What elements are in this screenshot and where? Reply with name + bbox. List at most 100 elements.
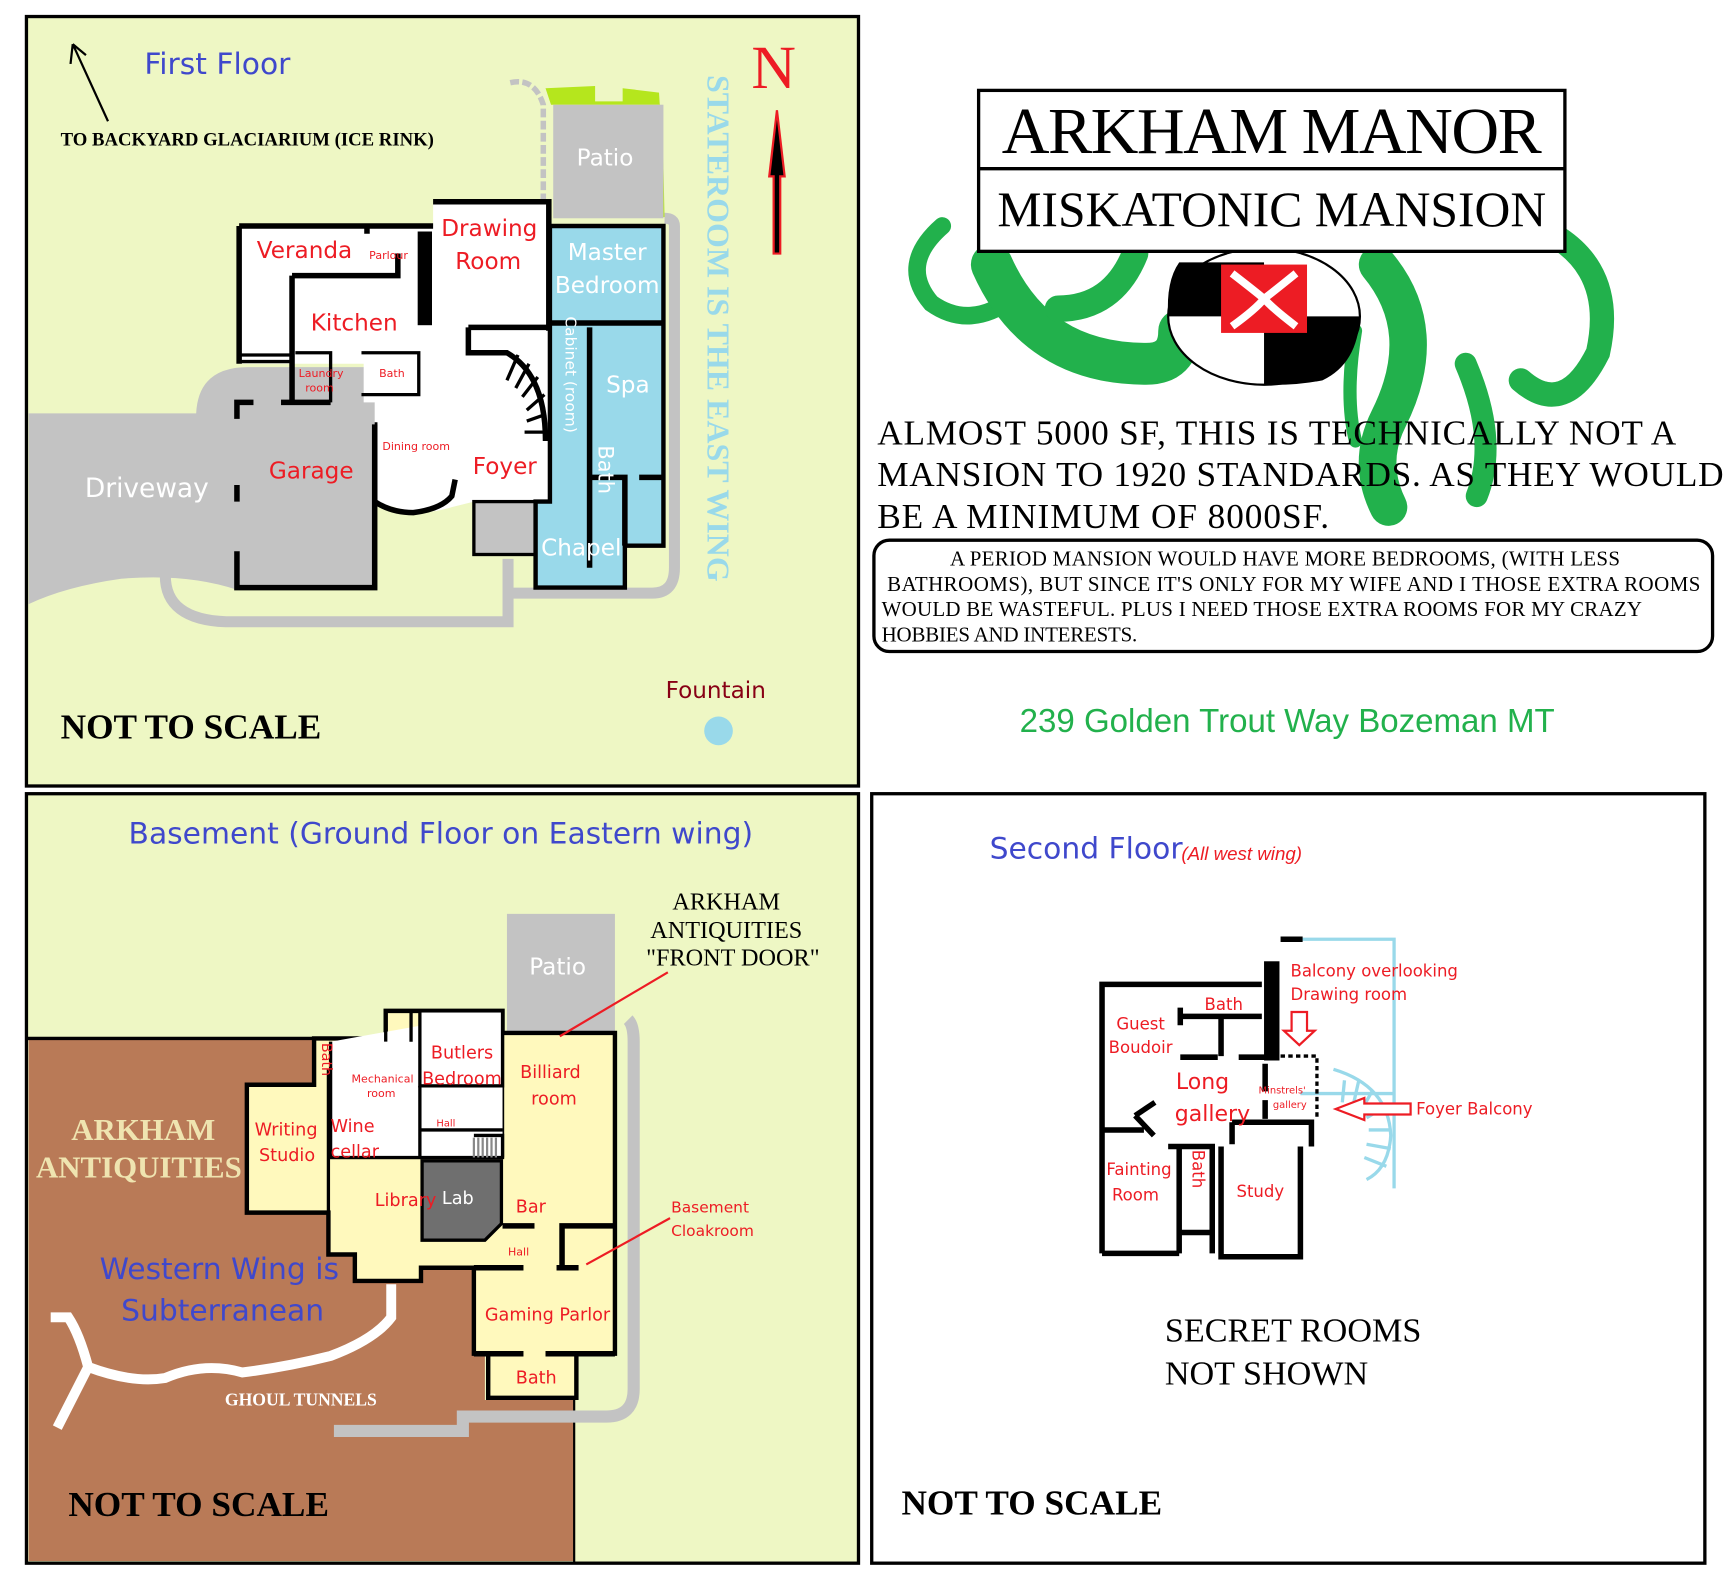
second-floor-title: Second Floor [990,832,1184,867]
note-line: BATHROOMS), BUT SINCE IT'S ONLY FOR MY W… [887,572,1700,596]
front-door-note: ARKHAM ANTIQUITIES "FRONT DOOR" [646,888,820,971]
western-note: Western Wing is Subterranean [100,1252,339,1329]
label-chapel: Chapel [541,536,621,562]
second-floor-walls [1099,936,1315,1260]
label-master-2: Bedroom [555,273,660,299]
label-bar: Bar [516,1198,547,1218]
left-arrow-icon [1332,1096,1412,1122]
label-hall-low: Hall [508,1246,529,1259]
label-gaming: Gaming Parlor [485,1306,611,1326]
note-line: HOBBIES AND INTERESTS. [882,623,1138,647]
label-dining: Dining room [382,440,450,453]
label-cabinet: Cabinet (room) [561,316,579,432]
chimney [1264,961,1280,1061]
label-minstrels-1: Minstrels' [1259,1086,1306,1097]
cloak-line: Basement [671,1199,749,1217]
fireplace [417,231,432,326]
down-arrow-icon [1281,1010,1318,1047]
secret-line: SECRET ROOMS [1165,1313,1422,1350]
label-fainting-1: Fainting [1106,1160,1171,1179]
label-butlers-2: Bedroom [422,1070,502,1090]
label-billiard-1: Billiard [520,1063,581,1083]
walk-path [159,558,514,628]
backyard-arrow-icon [69,43,110,122]
secret-rooms-note: SECRET ROOMS NOT SHOWN [1165,1313,1422,1393]
butlers-bedroom [418,1009,505,1088]
stairs [472,1137,498,1158]
label-wine-1: Wine [331,1117,375,1137]
label-veranda: Veranda [257,238,352,264]
front-door-line: "FRONT DOOR" [646,945,820,972]
second-floor-not-to-scale: NOT TO SCALE [901,1484,1162,1523]
cloakroom-pointer [585,1217,671,1266]
basement-not-to-scale: NOT TO SCALE [68,1485,329,1524]
label-guest-1: Guest [1116,1015,1165,1034]
label-minstrels-2: gallery [1273,1100,1307,1111]
hedge [545,85,665,218]
address: 239 Golden Trout Way Bozeman MT [1020,703,1555,740]
label-bath-east: Bath [593,445,617,494]
label-driveway: Driveway [85,473,209,504]
label-bath-top: Bath [318,1043,334,1076]
label-library: Library [375,1191,437,1211]
label-lab: Lab [442,1189,474,1209]
front-door-pointer [559,971,669,1038]
western-line: Subterranean [121,1294,324,1329]
title-area: ARKHAM MANOR MISKATONIC MANSION ALMOST 5… [872,88,1724,740]
label-spa: Spa [606,372,650,398]
garden-edge [509,79,547,215]
label-hall-top: Hall [436,1119,455,1130]
label-bath-low: Bath [516,1368,557,1388]
small-room-walls [239,351,421,405]
basement-walls [326,1041,505,1213]
label-foyer: Foyer [473,454,538,480]
label-bath: Bath [379,367,405,380]
label-bath: Bath [1205,995,1243,1014]
first-floor-panel: N First Floor TO BACKYARD GLACIARIUM (IC… [24,14,861,788]
label-patio: Patio [577,145,634,171]
label-bath-2: Bath [1188,1150,1207,1188]
label-balcony-2: Drawing room [1290,985,1407,1004]
patio [553,104,664,219]
second-floor-room-labels: Balcony overlooking Drawing room Bath Gu… [1106,962,1532,1205]
main-title: ARKHAM MANOR [1002,95,1543,168]
basement-room-labels: Patio Bath Mechanical room Butlers Bedro… [255,955,611,1389]
intro-text: ALMOST 5000 SF, THIS IS TECHNICALLY NOT … [877,413,1723,536]
front-door-line: ARKHAM [672,888,780,915]
cloak-line: Cloakroom [671,1222,754,1240]
basement-panel: Basement (Ground Floor on Eastern wing) … [24,792,861,1565]
label-writing-2: Studio [259,1146,315,1166]
first-floor-title: First Floor [144,47,291,82]
label-parlour: Parlour [369,249,408,262]
intro-line: BE A MINIMUM OF 8000SF. [877,497,1329,536]
foyer-porch [472,499,538,557]
note-line: WOULD BE WASTEFUL. PLUS I NEED THOSE EXT… [882,597,1642,621]
label-writing-1: Writing [255,1120,318,1140]
note-line: A PERIOD MANSION WOULD HAVE MORE BEDROOM… [950,547,1620,571]
label-long-2: gallery [1175,1102,1250,1127]
label-drawing-1: Drawing [441,216,537,242]
cross-icon [1221,264,1308,333]
label-billiard-2: room [531,1090,577,1110]
label-garage: Garage [269,458,354,484]
basement-title: Basement (Ground Floor on Eastern wing) [129,816,754,851]
label-butlers-1: Butlers [431,1043,493,1063]
label-fainting-2: Room [1112,1185,1159,1204]
minstrels-railing [1280,1054,1319,1119]
label-foyer-balcony: Foyer Balcony [1416,1100,1533,1119]
fountain-icon [704,716,733,746]
business-line: ANTIQUITIES [36,1150,242,1184]
stair-steps [505,354,547,434]
first-floor-not-to-scale: NOT TO SCALE [61,708,322,747]
garage-walls [234,399,378,591]
lab [420,1159,504,1242]
label-laundry-2: room [305,381,333,394]
label-study: Study [1236,1182,1284,1201]
walls [236,198,552,516]
secret-line: NOT SHOWN [1165,1356,1368,1393]
label-kitchen: Kitchen [311,311,398,337]
east-wing-label: STATEROOM IS THE EAST WING [701,75,736,582]
subtitle: MISKATONIC MANSION [997,182,1546,237]
stair-outline [465,324,549,441]
label-guest-2: Boudoir [1109,1038,1173,1057]
